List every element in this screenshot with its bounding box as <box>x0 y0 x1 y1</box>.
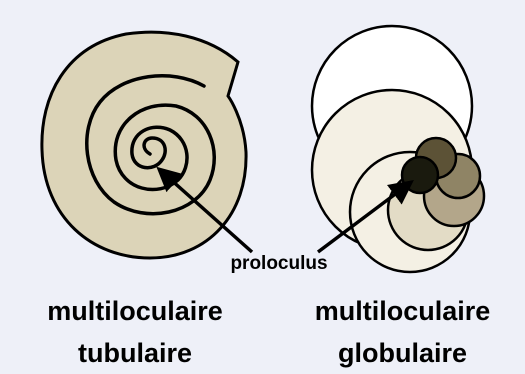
tubular-caption-line2: tubulaire <box>20 332 250 374</box>
proloculus-chamber <box>402 157 438 193</box>
tubular-shell <box>42 32 246 258</box>
tubular-caption-line1: multiloculaire <box>20 290 250 332</box>
globular-caption-line1: multiloculaire <box>295 290 510 332</box>
proloculus-label: proloculus <box>214 253 344 275</box>
globular-caption-line2: globulaire <box>295 332 510 374</box>
tubular-caption: multiloculaire tubulaire <box>20 290 250 374</box>
globular-caption: multiloculaire globulaire <box>295 290 510 374</box>
